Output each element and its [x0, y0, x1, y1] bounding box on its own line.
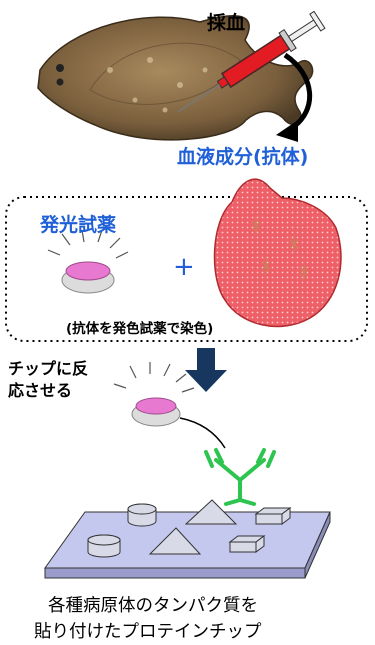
protein-chip [44, 499, 331, 579]
react-with-chip-label: チップに反 応させる [8, 359, 89, 400]
syringe-icon [177, 10, 326, 113]
antibody-marks [251, 218, 309, 280]
luminescent-reagent-label: 発光試薬 [40, 214, 117, 236]
flounder-fish-image [37, 15, 314, 141]
reacting-pill-icon [113, 362, 226, 449]
blood-components-label: 血液成分(抗体) [177, 146, 309, 168]
curved-arrow-icon [283, 52, 313, 131]
blood-sampling-label: 採血 [207, 12, 246, 34]
reagent-box [5, 196, 368, 342]
antibody-y-icon [204, 448, 276, 506]
plus-sign: + [173, 252, 195, 282]
caption-line-2: 貼り付けたプロテインチップ [34, 622, 262, 642]
blood-droplet-blob [213, 178, 342, 328]
reagent-pill-icon [47, 229, 129, 294]
curved-arrow-head-icon [276, 120, 298, 142]
staining-note-label: (抗体を発色試薬で染色) [66, 321, 214, 337]
caption-line-1: 各種病原体のタンパク質を [48, 596, 258, 616]
down-arrow-icon [185, 348, 227, 392]
